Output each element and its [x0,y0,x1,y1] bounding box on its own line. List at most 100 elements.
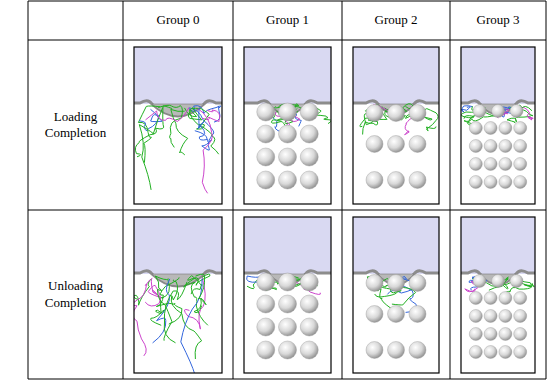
precipitate-sphere [366,275,383,292]
precipitate-sphere [492,275,505,288]
precipitate-sphere [409,136,426,153]
indenter-region [461,47,535,104]
substrate [461,217,535,373]
panel-content [353,217,439,373]
table-cell: Group 2 [342,1,450,40]
cell-text: Group 2 [375,12,418,28]
grid-line [28,1,546,2]
snapshot-panel [244,47,331,204]
precipitate-sphere [514,292,527,305]
grid-line [123,1,124,379]
snapshot-panel [353,217,439,373]
precipitate-sphere [257,318,275,336]
indenter-region [244,217,331,274]
panel-border [461,47,535,204]
precipitate-sphere [279,125,297,143]
table-cell: Unloading Completion [34,210,117,379]
precipitate-sphere [279,341,297,359]
precipitate-sphere [366,136,383,153]
table-cell: Group 0 [123,1,233,40]
precipitate-sphere [300,318,318,336]
precipitate-sphere [499,328,512,341]
panel-content [244,47,331,204]
indenter-region [244,47,331,104]
precipitate-sphere [257,171,275,189]
precipitate-sphere [469,122,482,135]
precipitate-sphere [484,176,497,189]
precipitate-sphere [499,158,512,171]
precipitate-sphere [279,103,297,121]
grid-line [28,40,546,41]
grid-line [28,1,29,379]
panel-border [353,217,439,373]
precipitate-sphere [510,275,523,288]
indenter-region [353,47,439,104]
precipitate-sphere [514,328,527,341]
precipitate-sphere [469,158,482,171]
panel-border [134,217,222,373]
substrate [134,217,222,373]
snapshot-panel [133,217,222,380]
precipitate-sphere [388,172,405,189]
precipitate-sphere [300,148,318,166]
grid-line [342,1,343,379]
panel-border [244,217,331,373]
precipitate-sphere [499,140,512,153]
panel-content [353,47,439,204]
panel-content [461,217,535,373]
precipitate-sphere [484,158,497,171]
panel-border [461,217,535,373]
precipitate-sphere [388,306,405,323]
table-cell: Loading Completion [34,40,117,210]
snapshot-panel [461,217,535,373]
dislocation-line [158,105,182,147]
indenter-region [134,217,222,274]
precipitate-sphere [484,292,497,305]
precipitate-sphere [257,273,275,291]
grid-line [28,379,546,380]
precipitate-sphere [409,275,426,292]
dislocation-line [188,274,210,294]
precipitate-sphere [279,295,297,313]
panel-border [353,47,439,204]
dislocation-line [360,105,384,127]
precipitate-sphere [388,275,405,292]
precipitate-sphere [300,125,318,143]
precipitate-sphere [514,176,527,189]
dislocation-line [171,109,188,154]
cell-text: Group 1 [266,12,309,28]
precipitate-sphere [279,171,297,189]
indenter-region [461,217,535,274]
dislocation-line [155,276,172,341]
precipitate-sphere [279,273,297,291]
precipitate-sphere [484,140,497,153]
precipitate-sphere [366,342,383,359]
substrate [353,47,439,204]
precipitate-sphere [366,306,383,323]
precipitate-sphere [388,105,405,122]
precipitate-sphere [300,273,318,291]
precipitate-sphere [473,275,486,288]
precipitate-sphere [499,346,512,359]
precipitate-sphere [484,122,497,135]
precipitate-sphere [257,103,275,121]
precipitate-sphere [409,306,426,323]
grid-line [546,1,547,379]
table-cell: Group 3 [450,1,546,40]
dislocation-line [189,108,214,150]
precipitate-sphere [257,341,275,359]
grid-line [233,1,234,379]
dislocation-line [171,280,201,359]
table-cell: Group 1 [233,1,342,40]
cell-text: Group 0 [157,12,200,28]
dislocation-line [139,109,162,130]
precipitate-sphere [409,172,426,189]
panel-content [134,217,222,373]
precipitate-sphere [499,292,512,305]
precipitate-sphere [388,136,405,153]
precipitate-sphere [469,176,482,189]
precipitate-sphere [469,310,482,323]
precipitate-sphere [469,140,482,153]
cell-text: Group 3 [477,12,520,28]
